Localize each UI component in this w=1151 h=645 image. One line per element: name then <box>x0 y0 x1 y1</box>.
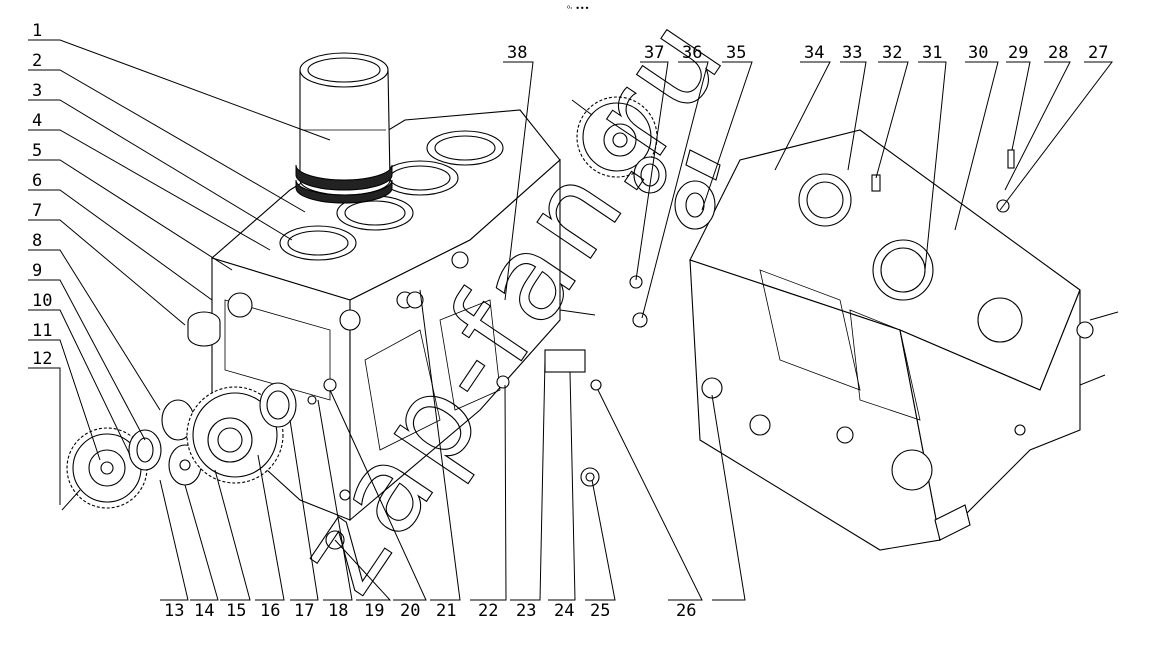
callout-23: 23 <box>516 601 536 621</box>
callout-35: 35 <box>726 43 746 63</box>
callout-25: 25 <box>590 601 610 621</box>
callout-33: 33 <box>842 43 862 63</box>
callout-29: 29 <box>1008 43 1028 63</box>
callout-32: 32 <box>882 43 902 63</box>
callout-16: 16 <box>260 601 280 621</box>
callout-14: 14 <box>194 601 214 621</box>
callout-36: 36 <box>682 43 702 63</box>
callout-24: 24 <box>554 601 574 621</box>
gear-washer <box>128 429 162 471</box>
callout-21: 21 <box>436 601 456 621</box>
callout-11: 11 <box>32 321 52 341</box>
callout-7: 7 <box>32 201 42 221</box>
callout-15: 15 <box>226 601 246 621</box>
corner-mark: ⁰˓ ••• <box>567 4 589 13</box>
callout-20: 20 <box>400 601 420 621</box>
callout-26: 26 <box>676 601 696 621</box>
callout-6: 6 <box>32 171 42 191</box>
callout-5: 5 <box>32 141 42 161</box>
callout-31: 31 <box>922 43 942 63</box>
callout-leaders <box>28 39 1114 601</box>
callout-28: 28 <box>1048 43 1068 63</box>
callout-13: 13 <box>164 601 184 621</box>
callout-1: 1 <box>32 21 42 41</box>
callout-27: 27 <box>1088 43 1108 63</box>
callout-3: 3 <box>32 81 42 101</box>
callout-18: 18 <box>328 601 348 621</box>
callout-34: 34 <box>804 43 824 63</box>
callout-labels: 1 2 3 4 5 6 7 8 9 10 11 12 13 14 15 16 1… <box>32 21 1108 621</box>
callout-4: 4 <box>32 111 42 131</box>
side-plugs <box>325 291 602 550</box>
callout-19: 19 <box>364 601 384 621</box>
small-plugs <box>629 149 1015 399</box>
callout-9: 9 <box>32 261 42 281</box>
callout-8: 8 <box>32 231 42 251</box>
callout-37: 37 <box>644 43 664 63</box>
callout-10: 10 <box>32 291 52 311</box>
callout-22: 22 <box>478 601 498 621</box>
callout-17: 17 <box>294 601 314 621</box>
cylinder-liner <box>295 52 393 204</box>
camshaft-bushing <box>187 311 221 347</box>
camshaft-gear <box>571 96 658 178</box>
callout-38: 38 <box>507 43 527 63</box>
camshaft-hub <box>674 149 721 230</box>
front-seal <box>259 382 297 428</box>
thrust-washer <box>633 156 667 194</box>
callout-2: 2 <box>32 51 42 71</box>
right-cylinder-block <box>689 129 1119 551</box>
callout-30: 30 <box>968 43 988 63</box>
callout-12: 12 <box>32 349 52 369</box>
